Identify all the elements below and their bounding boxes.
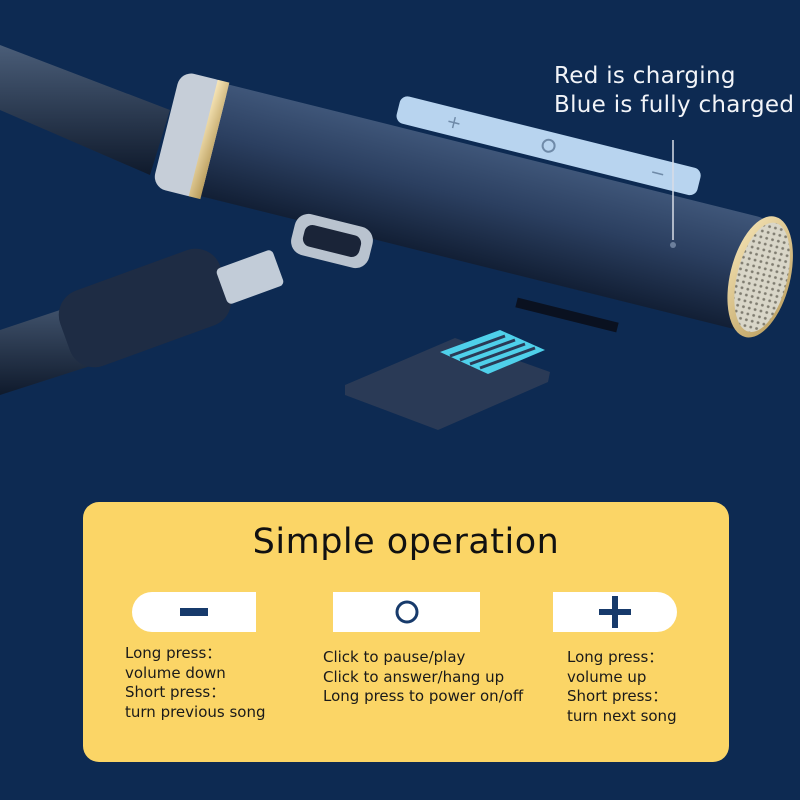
indicator-light	[670, 242, 676, 248]
plus-icon	[599, 596, 631, 628]
description-line: turn next song	[567, 706, 677, 725]
description-line: Short press：	[567, 687, 668, 705]
operation-panel: Simple operation Long press： volume down…	[83, 502, 729, 762]
description-line: turn previous song	[125, 702, 266, 721]
minus-button-illustration	[132, 592, 256, 632]
panel-title: Simple operation	[252, 522, 560, 562]
description-line: Click to answer/hang up	[323, 667, 505, 686]
device-body	[154, 73, 793, 338]
description-line: volume down	[125, 663, 226, 682]
micro-sd-card	[345, 330, 550, 430]
svg-text:+: +	[444, 111, 464, 135]
description-line: Long press：	[567, 648, 664, 666]
control-button-strip: + −	[396, 96, 701, 196]
sd-card-slot	[515, 297, 619, 333]
description-line: Long press：	[125, 644, 222, 662]
circle-icon	[395, 600, 418, 624]
description-line: Short press：	[125, 683, 226, 701]
callout-line-charging: Red is charging	[554, 63, 736, 89]
plus-button-description: Long press： volume up Short press： turn …	[567, 648, 677, 726]
description-line: Click to pause/play	[323, 648, 466, 666]
product-illustration: + −	[0, 45, 793, 430]
callout-line-charged: Blue is fully charged	[554, 92, 795, 118]
description-line: volume up	[567, 667, 647, 686]
svg-text:−: −	[648, 161, 668, 185]
charging-indicator-callout: Red is charging Blue is fully charged	[554, 62, 794, 120]
headphone-cable	[0, 45, 170, 175]
circle-button-description: Click to pause/play Click to answer/hang…	[323, 648, 523, 707]
circle-button-illustration	[333, 592, 480, 632]
usb-port	[291, 213, 373, 269]
minus-icon	[180, 608, 208, 616]
minus-button-description: Long press： volume down Short press： tur…	[125, 644, 266, 722]
plus-button-illustration	[553, 592, 677, 632]
usb-cable-plug	[0, 248, 284, 395]
description-line: Long press to power on/off	[323, 687, 524, 705]
